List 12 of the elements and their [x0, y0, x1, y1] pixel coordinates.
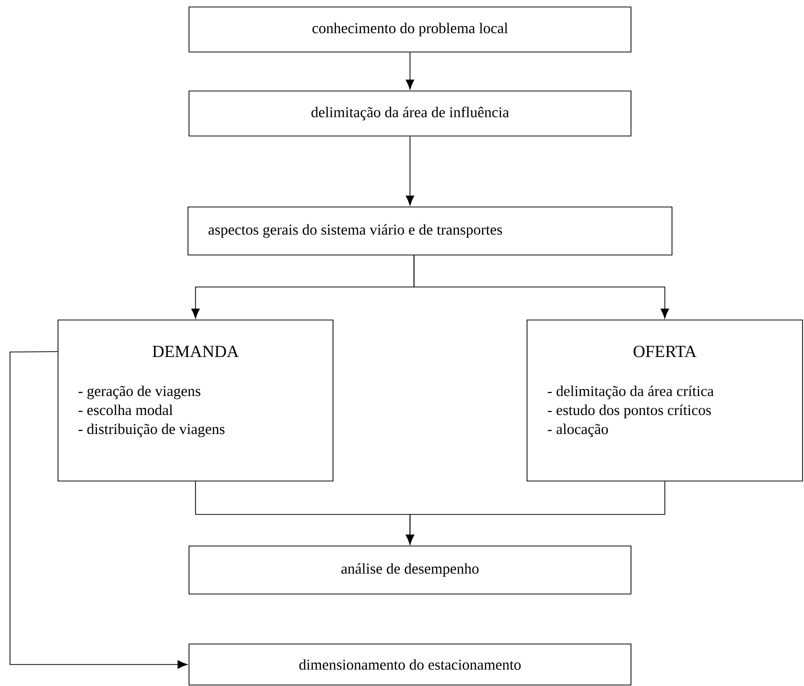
- arrow: [406, 480, 666, 544]
- process-box: aspectos gerais do sistema viário e de transportes: [188, 206, 672, 256]
- category-box: DEMANDA - geração de viagens - escolha modal - distribuição de viagens: [58, 320, 334, 482]
- arrow: [10, 351, 188, 669]
- arrow: [406, 52, 414, 90]
- process-box: conhecimento do problema local: [188, 6, 632, 52]
- category-box: OFERTA - delimitação da área crítica - estudo dos pontos críticos - alocação: [526, 320, 803, 482]
- arrow: [406, 136, 414, 206]
- process-box: análise de desempenho: [188, 546, 632, 594]
- arrow: [414, 254, 669, 318]
- process-box: delimitação da área de influência: [188, 90, 632, 136]
- process-box: dimensionamento do estacionamento: [188, 644, 632, 686]
